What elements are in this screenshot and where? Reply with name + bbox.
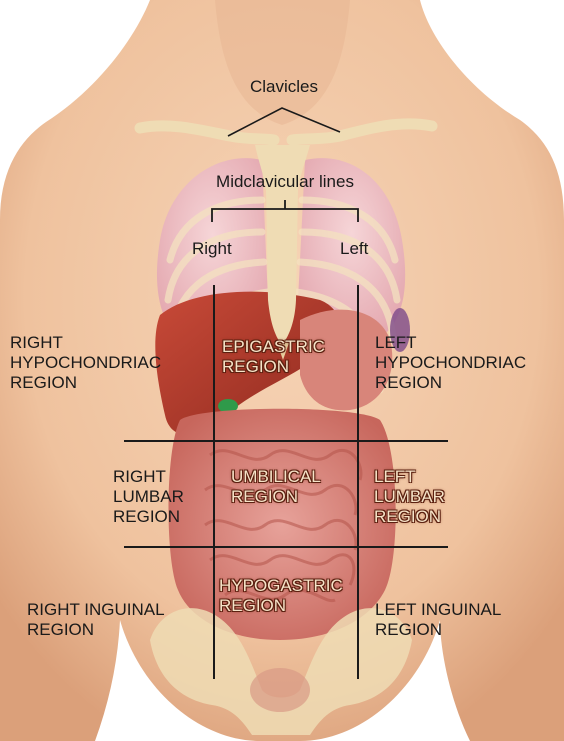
left-inguinal-region-label: LEFT INGUINAL REGION [375, 600, 501, 640]
pelvis-cavity [250, 668, 310, 712]
left-hypochondriac-region-label: LEFT HYPOCHONDRIAC REGION [375, 333, 526, 393]
right-label: Right [192, 239, 232, 259]
left-label: Left [340, 239, 368, 259]
right-lumbar-region-label: RIGHT LUMBAR REGION [113, 467, 184, 527]
epigastric-region-label: EPIGASTRIC REGION [222, 337, 325, 377]
right-inguinal-region-label: RIGHT INGUINAL REGION [27, 600, 165, 640]
right-hypochondriac-region-label: RIGHT HYPOCHONDRIAC REGION [10, 333, 161, 393]
umbilical-region-label: UMBILICAL REGION [231, 467, 321, 507]
hypogastric-region-label: HYPOGASTRIC REGION [219, 576, 343, 616]
left-lumbar-region-label: LEFT LUMBAR REGION [374, 467, 445, 527]
clavicles-label: Clavicles [236, 77, 332, 97]
midclavicular-lines-label: Midclavicular lines [193, 172, 377, 192]
